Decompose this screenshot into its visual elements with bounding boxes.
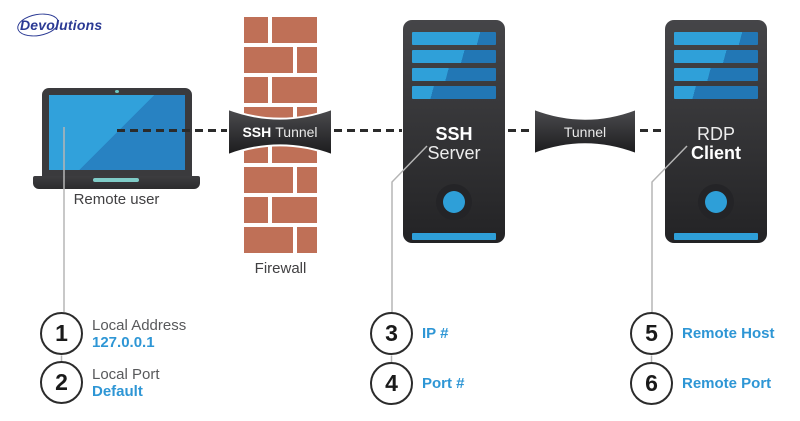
ssh-server-tower: SSH Server: [403, 20, 505, 243]
callout-2: 2 Local Port Default: [40, 361, 160, 404]
firewall-caption: Firewall: [254, 260, 307, 277]
brick-row: [244, 17, 317, 43]
callout-1: 1 Local Address 127.0.0.1: [40, 312, 186, 355]
server-foot-bar: [412, 233, 496, 240]
ssh-tunnel-badge-bold: SSH: [242, 124, 272, 140]
drive-bay: [674, 68, 758, 81]
tunnel-shape-icon: [533, 107, 637, 156]
callout-2-value: Default: [92, 382, 143, 400]
power-button-icon: [436, 184, 472, 220]
drive-bay: [674, 32, 758, 45]
laptop-notch: [93, 178, 139, 182]
server-drive-bays: [674, 32, 758, 104]
ssh-server-label-line2: Server: [427, 143, 481, 163]
callout-4-value: Port #: [422, 375, 465, 392]
callout-2-number: 2: [40, 361, 83, 404]
tunnel-badge-text: Tunnel: [563, 123, 607, 140]
callout-4: 4 Port #: [370, 362, 465, 405]
brick-row: [244, 197, 317, 223]
callout-3-number: 3: [370, 312, 413, 355]
drive-bay: [674, 50, 758, 63]
ssh-server-label-line1: SSH: [435, 124, 473, 144]
ssh-tunnel-badge-label: SSH Tunnel: [227, 107, 333, 157]
server-drive-bays: [412, 32, 496, 104]
drive-bay: [412, 86, 496, 99]
brick-row: [244, 227, 317, 253]
laptop-camera-dot: [115, 90, 119, 93]
devolutions-logo: Devolutions: [15, 10, 103, 40]
rdp-client-label: RDP Client: [665, 125, 767, 163]
drive-bay: [674, 86, 758, 99]
tunnel-shape-icon: [227, 107, 333, 157]
ssh-tunnel-badge-rest: Tunnel: [275, 124, 318, 140]
logo-text: Devolutions: [20, 17, 103, 33]
callout-6-number: 6: [630, 362, 673, 405]
callout-1-value: 127.0.0.1: [92, 333, 155, 351]
laptop-icon: [42, 88, 192, 176]
drive-bay: [412, 32, 496, 45]
brick-row: [244, 47, 317, 73]
brick-row: [244, 77, 317, 103]
callout-4-number: 4: [370, 362, 413, 405]
callout-5-value: Remote Host: [682, 325, 775, 342]
laptop-display: [49, 95, 185, 170]
callout-5-number: 5: [630, 312, 673, 355]
callout-1-label: Local Address: [92, 316, 187, 334]
callout-2-label: Local Port: [92, 365, 160, 383]
drive-bay: [412, 68, 496, 81]
callout-3: 3 IP #: [370, 312, 448, 355]
ssh-tunnel-badge: SSH Tunnel: [227, 107, 333, 157]
rdp-client-tower: RDP Client: [665, 20, 767, 243]
server-foot-bar: [674, 233, 758, 240]
drive-bay: [412, 50, 496, 63]
callout-6: 6 Remote Port: [630, 362, 771, 405]
callout-1-number: 1: [40, 312, 83, 355]
tunnel-badge: Tunnel: [533, 107, 637, 156]
callout-3-value: IP #: [422, 325, 449, 342]
ssh-server-label: SSH Server: [403, 125, 505, 163]
tunnel-badge-label: Tunnel: [533, 107, 637, 156]
callout-6-value: Remote Port: [682, 375, 772, 392]
rdp-client-label-line1: RDP: [696, 124, 735, 144]
laptop-base: [33, 176, 200, 189]
rdp-client-label-line2: Client: [690, 143, 741, 163]
callout-5: 5 Remote Host: [630, 312, 775, 355]
laptop-caption: Remote user: [73, 191, 160, 208]
brick-row: [244, 167, 317, 193]
power-button-icon: [698, 184, 734, 220]
